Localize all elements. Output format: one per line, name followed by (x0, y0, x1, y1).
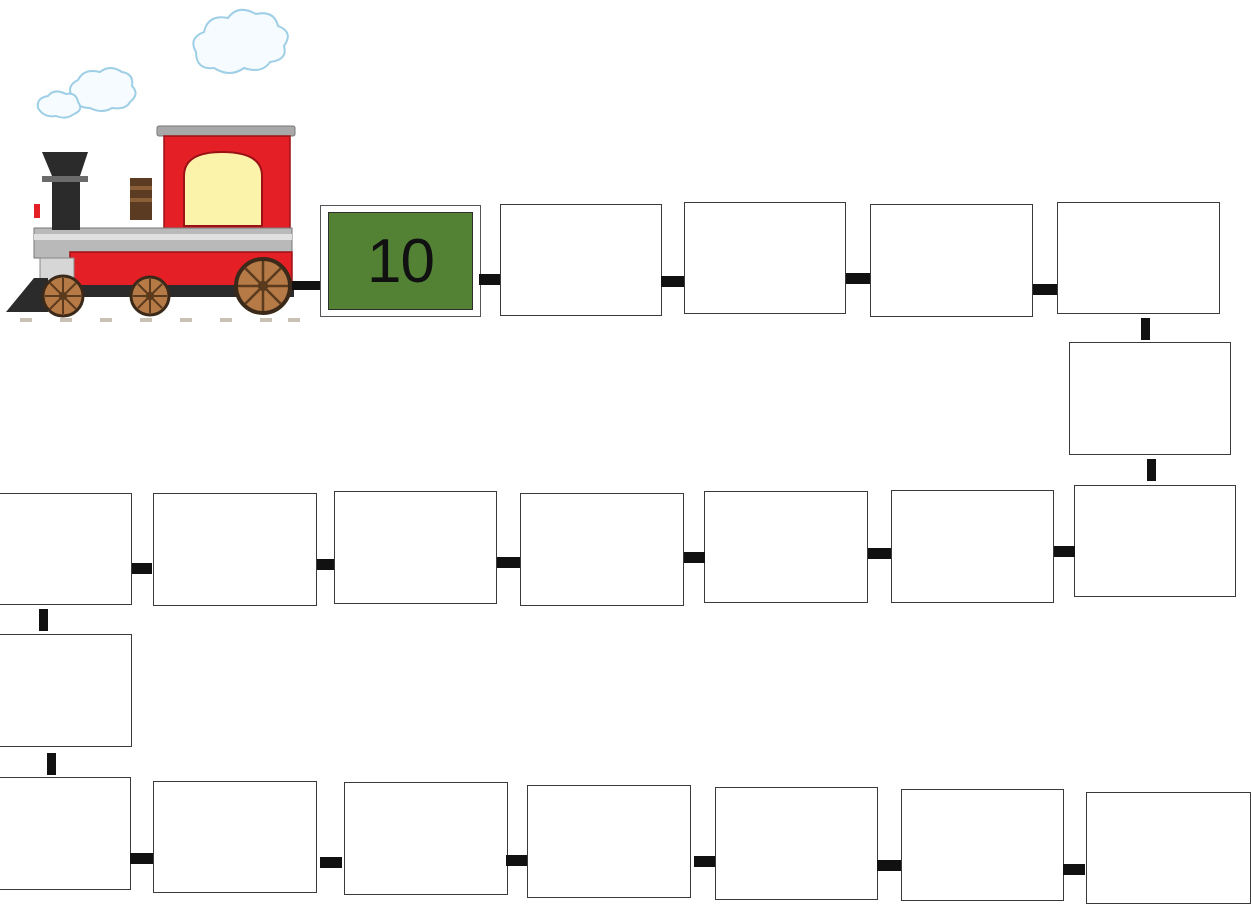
train-car-blank[interactable] (1057, 202, 1220, 314)
train-car-blank[interactable] (153, 493, 317, 606)
train-car-blank[interactable] (527, 785, 691, 898)
train-car-blank[interactable] (0, 777, 131, 890)
car-coupler (506, 855, 527, 866)
car-coupler (320, 857, 342, 868)
car-coupler (694, 856, 715, 867)
train-car-blank[interactable] (0, 634, 132, 747)
car-coupler (661, 276, 684, 287)
wheel-icon (236, 259, 290, 313)
start-number: 10 (367, 226, 434, 297)
car-coupler (1147, 459, 1156, 481)
train-car-blank[interactable] (684, 202, 846, 314)
car-coupler (868, 548, 891, 559)
train-car-blank[interactable] (500, 204, 662, 316)
car-coupler (47, 753, 56, 775)
car-coupler (877, 860, 901, 871)
train-car-blank[interactable] (0, 493, 132, 605)
train-car-blank[interactable] (1074, 485, 1236, 597)
start-number-box: 10 (328, 212, 473, 310)
train-car-blank[interactable] (334, 491, 497, 604)
car-coupler (1053, 546, 1075, 557)
train-car-blank[interactable] (704, 491, 868, 603)
wheel-icon (131, 277, 169, 315)
train-car-blank[interactable] (891, 490, 1054, 603)
train-car-blank[interactable] (1069, 342, 1231, 455)
train-car-blank[interactable] (901, 789, 1064, 901)
train-car-blank[interactable] (715, 787, 878, 900)
car-coupler (496, 557, 520, 568)
train-car-blank[interactable] (870, 204, 1033, 317)
train-car-start: 10 (320, 205, 481, 317)
train-car-blank[interactable] (153, 781, 317, 893)
train-car-blank[interactable] (520, 493, 684, 606)
car-coupler (684, 552, 705, 563)
car-coupler (1141, 318, 1150, 340)
car-coupler (130, 563, 152, 574)
locomotive-illustration (0, 0, 330, 330)
car-coupler (846, 273, 870, 284)
cloud-icon (38, 68, 136, 118)
wheel-icon (43, 276, 83, 316)
cloud-icon (193, 10, 288, 73)
train-car-blank[interactable] (344, 782, 508, 895)
car-coupler (39, 609, 48, 631)
car-coupler (1063, 864, 1085, 875)
track-icon (20, 318, 300, 322)
car-coupler (130, 853, 153, 864)
car-coupler (1033, 284, 1057, 295)
train-car-blank[interactable] (1086, 792, 1251, 904)
car-coupler (479, 274, 500, 285)
